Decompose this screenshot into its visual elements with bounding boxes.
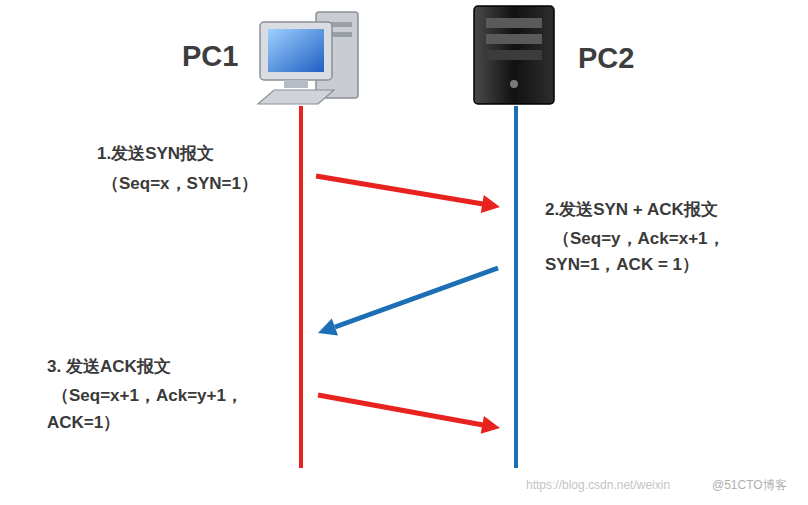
pc1-lifeline (299, 106, 303, 468)
watermark: @51CTO博客 (712, 479, 787, 493)
message-title: 2.发送SYN + ACK报文 (545, 200, 718, 220)
syn-arrow (316, 176, 500, 213)
message-fields: （Seq=x，SYN=1） (102, 174, 258, 194)
ack-arrow (318, 395, 500, 434)
pc-icon (258, 12, 358, 104)
watermark: https://blog.csdn.net/weixin (526, 479, 670, 493)
host-name: PC2 (578, 42, 634, 75)
message-fields: ACK=1） (47, 413, 120, 433)
pc2-lifeline (514, 106, 518, 468)
message-fields: （Seq=y，Ack=x+1， (553, 229, 725, 249)
syn-ack-arrow (318, 268, 498, 335)
message-title: 3. 发送ACK报文 (47, 357, 171, 377)
host-name: PC1 (182, 40, 238, 73)
message-fields: SYN=1，ACK = 1） (545, 255, 699, 275)
message-fields: （Seq=x+1，Ack=y+1， (52, 386, 243, 406)
message-title: 1.发送SYN报文 (97, 144, 214, 164)
server-icon (474, 6, 554, 104)
